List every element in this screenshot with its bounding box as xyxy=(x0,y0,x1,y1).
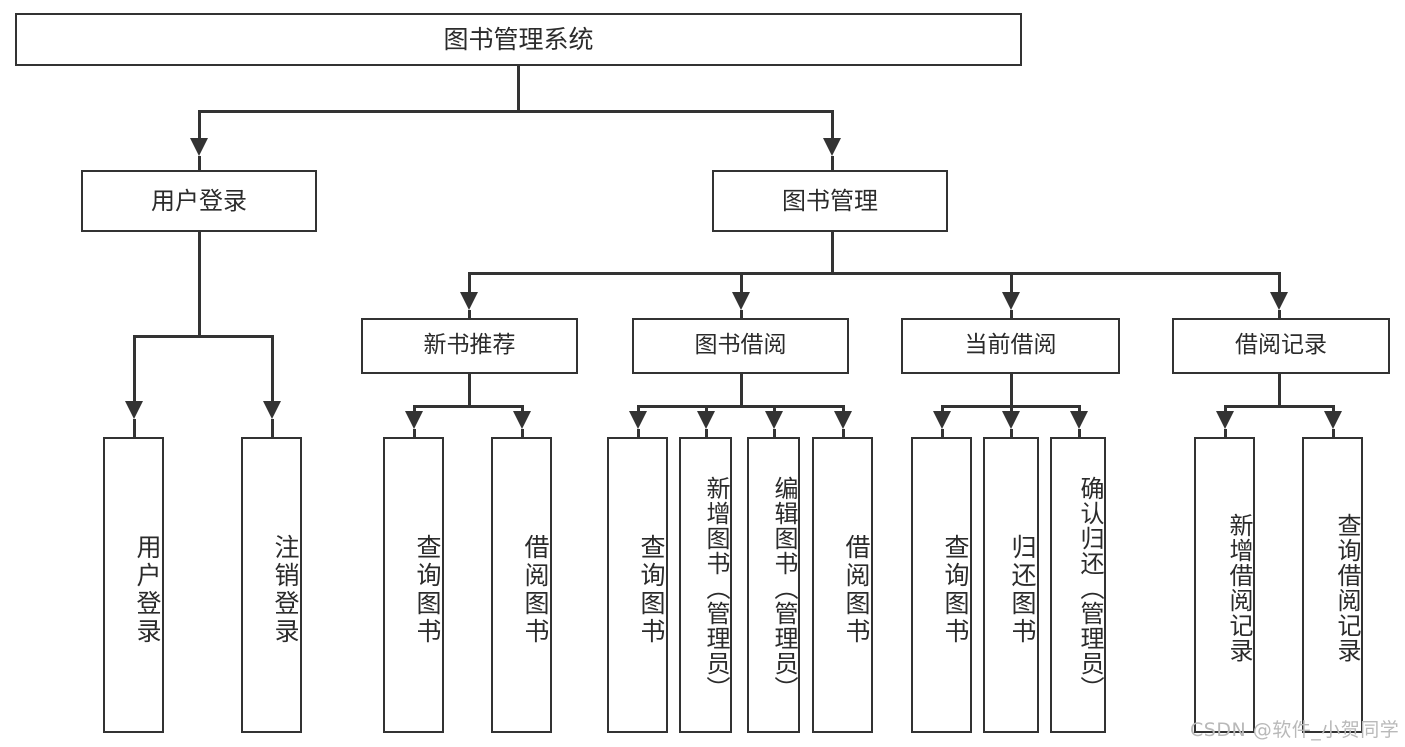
connector-nbr-drop-1 xyxy=(413,405,416,413)
node-book-manage[interactable]: 图书管理 xyxy=(712,170,948,232)
connector-nbr-stem xyxy=(468,374,471,405)
connector-cb-drop-2 xyxy=(1010,405,1013,413)
leaf-current-borrow-confirm-return-admin[interactable]: 确认归还（管理员） xyxy=(1050,437,1106,733)
connector-bb-stem xyxy=(740,374,743,405)
connector-user-login-drop-1 xyxy=(133,335,136,403)
connector-cb-drop-1 xyxy=(941,405,944,413)
arrowhead-to-new-book xyxy=(460,292,478,310)
connector-bm-drop-1 xyxy=(468,272,471,294)
arrowhead-leaf-br-1 xyxy=(1216,411,1234,429)
connector-stub-leaf-user-login-2 xyxy=(271,419,274,437)
connector-br-bus xyxy=(1224,405,1334,408)
connector-root-drop-right xyxy=(831,110,834,140)
connector-bm-drop-2 xyxy=(740,272,743,294)
connector-stub-leaf-cb-2 xyxy=(1010,429,1013,437)
arrowhead-leaf-cb-2 xyxy=(1002,411,1020,429)
leaf-user-login-logout[interactable]: 注销登录 xyxy=(241,437,302,733)
leaf-new-book-query-book[interactable]: 查询图书 xyxy=(383,437,444,733)
csdn-watermark: CSDN @软件_小贺同学 xyxy=(1190,719,1400,741)
arrowhead-leaf-user-login-2 xyxy=(263,401,281,419)
connector-book-manage-bus xyxy=(468,272,1280,275)
connector-stub-borrow-record xyxy=(1278,310,1281,318)
leaf-current-borrow-query-book[interactable]: 查询图书 xyxy=(911,437,972,733)
connector-br-drop-2 xyxy=(1332,405,1335,413)
leaf-book-borrow-add-book-admin[interactable]: 新增图书（管理员） xyxy=(679,437,732,733)
node-borrow-record[interactable]: 借阅记录 xyxy=(1172,318,1390,374)
arrowhead-to-book-manage xyxy=(823,138,841,156)
connector-bb-drop-1 xyxy=(637,405,640,413)
connector-stub-leaf-user-login-1 xyxy=(133,419,136,437)
leaf-book-borrow-edit-book-admin[interactable]: 编辑图书（管理员） xyxy=(747,437,800,733)
arrowhead-to-book-borrow xyxy=(732,292,750,310)
connector-user-login-bus xyxy=(133,335,273,338)
connector-bb-bus xyxy=(637,405,844,408)
leaf-book-borrow-query-book[interactable]: 查询图书 xyxy=(607,437,668,733)
connector-bb-drop-4 xyxy=(842,405,845,413)
node-user-login[interactable]: 用户登录 xyxy=(81,170,317,232)
arrowhead-leaf-cb-3 xyxy=(1070,411,1088,429)
leaf-user-login-login[interactable]: 用户登录 xyxy=(103,437,164,733)
connector-stub-current-borrow xyxy=(1010,310,1013,318)
connector-stub-leaf-bb-3 xyxy=(773,429,776,437)
leaf-book-borrow-borrow-book[interactable]: 借阅图书 xyxy=(812,437,873,733)
connector-stub-book-borrow xyxy=(740,310,743,318)
connector-stub-leaf-cb-3 xyxy=(1078,429,1081,437)
connector-bm-drop-4 xyxy=(1278,272,1281,294)
node-book-borrow[interactable]: 图书借阅 xyxy=(632,318,849,374)
node-current-borrow[interactable]: 当前借阅 xyxy=(901,318,1120,374)
connector-stub-leaf-br-2 xyxy=(1332,429,1335,437)
leaf-borrow-record-add-record[interactable]: 新增借阅记录 xyxy=(1194,437,1255,733)
connector-book-manage-stem xyxy=(831,232,834,272)
leaf-borrow-record-query-record[interactable]: 查询借阅记录 xyxy=(1302,437,1363,733)
connector-stub-leaf-nbr-1 xyxy=(413,429,416,437)
arrowhead-to-current-borrow xyxy=(1002,292,1020,310)
node-root-system[interactable]: 图书管理系统 xyxy=(15,13,1022,66)
connector-root-drop-left xyxy=(198,110,201,140)
connector-user-login-drop-2 xyxy=(271,335,274,403)
connector-bb-drop-3 xyxy=(773,405,776,413)
connector-bm-drop-3 xyxy=(1010,272,1013,294)
connector-stub-new-book xyxy=(468,310,471,318)
connector-nbr-bus xyxy=(413,405,523,408)
connector-br-drop-1 xyxy=(1224,405,1227,413)
arrowhead-leaf-bb-3 xyxy=(765,411,783,429)
arrowhead-leaf-bb-4 xyxy=(834,411,852,429)
connector-root-stem xyxy=(517,66,520,110)
leaf-new-book-borrow-book[interactable]: 借阅图书 xyxy=(491,437,552,733)
arrowhead-leaf-nbr-1 xyxy=(405,411,423,429)
connector-stub-leaf-cb-1 xyxy=(941,429,944,437)
leaf-current-borrow-return-book[interactable]: 归还图书 xyxy=(983,437,1039,733)
arrowhead-to-borrow-record xyxy=(1270,292,1288,310)
connector-cb-drop-3 xyxy=(1078,405,1081,413)
arrowhead-to-user-login xyxy=(190,138,208,156)
connector-stub-leaf-bb-4 xyxy=(842,429,845,437)
connector-stub-leaf-br-1 xyxy=(1224,429,1227,437)
connector-stub-leaf-bb-1 xyxy=(637,429,640,437)
connector-stub-leaf-nbr-2 xyxy=(521,429,524,437)
connector-stub-user-login xyxy=(198,156,201,172)
connector-bb-drop-2 xyxy=(705,405,708,413)
connector-stub-leaf-bb-2 xyxy=(705,429,708,437)
connector-cb-stem xyxy=(1010,374,1013,405)
arrowhead-leaf-nbr-2 xyxy=(513,411,531,429)
connector-br-stem xyxy=(1278,374,1281,405)
connector-root-bus xyxy=(198,110,834,113)
node-new-book-recommend[interactable]: 新书推荐 xyxy=(361,318,578,374)
connector-stub-book-manage xyxy=(831,156,834,172)
arrowhead-leaf-cb-1 xyxy=(933,411,951,429)
arrowhead-leaf-bb-2 xyxy=(697,411,715,429)
arrowhead-leaf-bb-1 xyxy=(629,411,647,429)
arrowhead-leaf-user-login-1 xyxy=(125,401,143,419)
connector-nbr-drop-2 xyxy=(521,405,524,413)
arrowhead-leaf-br-2 xyxy=(1324,411,1342,429)
connector-user-login-stem xyxy=(198,232,201,335)
